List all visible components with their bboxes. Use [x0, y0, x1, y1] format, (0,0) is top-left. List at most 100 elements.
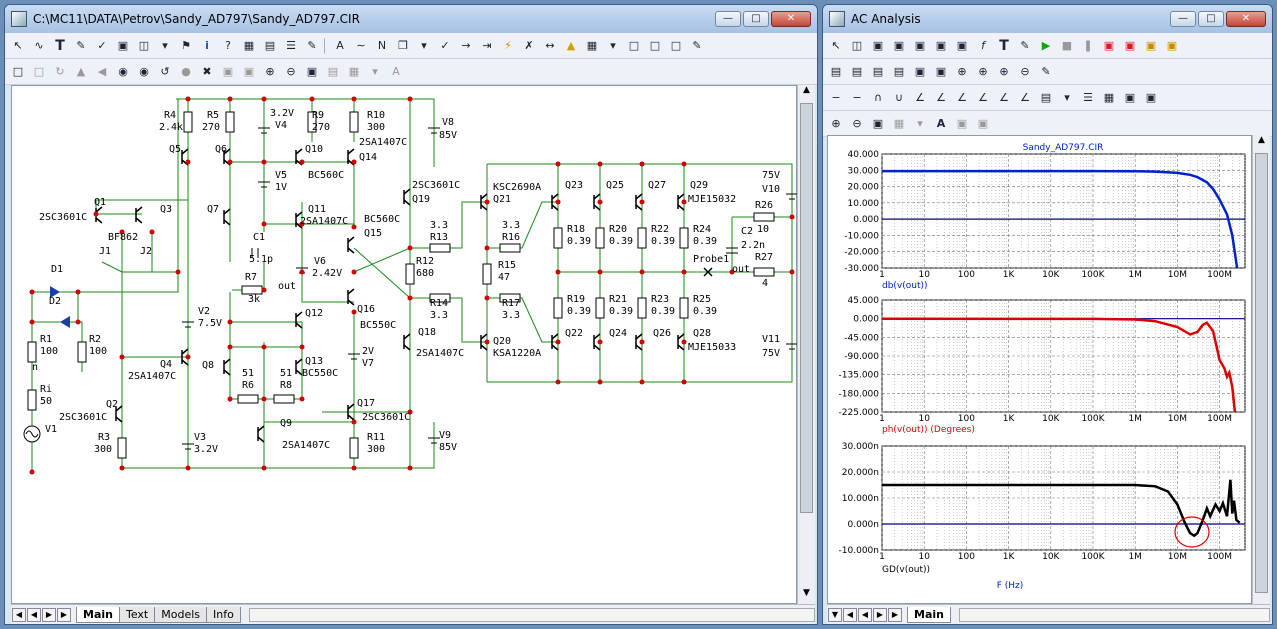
text-a-icon[interactable]: A	[336, 39, 344, 52]
paste-icon[interactable]: ▣	[977, 117, 989, 130]
info-icon[interactable]: i	[205, 39, 209, 52]
close-button[interactable]: ✕	[1226, 11, 1266, 27]
zoom-box-icon[interactable]: ▣	[872, 39, 884, 52]
scroll-up-arrow-icon[interactable]: ▲	[803, 85, 810, 95]
mirror-icon[interactable]: ▲	[76, 65, 86, 78]
next-page-icon[interactable]: ▶	[873, 607, 887, 622]
numbers-icon[interactable]: ▦	[1103, 91, 1115, 104]
find-next-icon[interactable]: ◉	[139, 65, 149, 78]
zoom-icon[interactable]: ⊕	[978, 65, 988, 78]
crosshair-icon[interactable]: ▣	[1145, 91, 1157, 104]
grid-icon[interactable]: ▦	[586, 39, 598, 52]
edit-icon[interactable]: ✎	[307, 39, 317, 52]
last-page-icon[interactable]: ▶	[57, 607, 71, 622]
zoom-icon[interactable]: ⊕	[999, 65, 1009, 78]
horizontal-scrollbar[interactable]	[248, 607, 815, 622]
plot-panel[interactable]: 45.0000.000-45.000-90.000-135.000-180.00…	[839, 296, 1246, 435]
zoom-icon[interactable]: ⊖	[1020, 65, 1030, 78]
node-numbers-icon[interactable]: ∼	[356, 39, 366, 52]
cancel-icon[interactable]: ✖	[202, 65, 212, 78]
layout-icon[interactable]: ▦	[348, 65, 360, 78]
horizontal-scrollbar[interactable]	[958, 607, 1270, 622]
tab-main[interactable]: Main	[907, 606, 951, 623]
slope-icon[interactable]: ∠	[1020, 91, 1030, 104]
dropdown-icon[interactable]: ▾	[372, 65, 378, 78]
dropdown-icon[interactable]: ▾	[917, 117, 923, 130]
copy-icon[interactable]: ▣	[956, 117, 968, 130]
properties-icon[interactable]: ✎	[692, 39, 702, 52]
help-icon[interactable]: ?	[225, 39, 231, 52]
text-tool-icon[interactable]: T	[999, 37, 1009, 54]
auto-scale-icon[interactable]: ▣	[914, 39, 926, 52]
pencil-icon[interactable]: ✎	[76, 39, 86, 52]
ac-vertical-scrollbar[interactable]: ▲	[1252, 135, 1270, 604]
slope-icon[interactable]: ∠	[999, 91, 1009, 104]
stop-icon[interactable]: ■	[1061, 39, 1073, 52]
split-icon[interactable]: ▣	[914, 65, 926, 78]
cursor-icon[interactable]: −	[852, 91, 862, 104]
limits-icon[interactable]: ▣	[1145, 39, 1157, 52]
font-icon[interactable]: A	[392, 65, 400, 78]
arrow-right-icon[interactable]: →	[461, 39, 471, 52]
box-icon[interactable]: □	[33, 65, 45, 78]
valley-icon[interactable]: ∪	[894, 91, 904, 104]
page-icon[interactable]: ▤	[872, 65, 884, 78]
wire-icon[interactable]: ∿	[34, 39, 44, 52]
dropdown-icon[interactable]: ▾	[421, 39, 427, 52]
pause-icon[interactable]: ❚	[1083, 39, 1093, 52]
prev-page-icon[interactable]: ◀	[27, 607, 41, 622]
stepping-icon[interactable]: ▣	[1103, 39, 1115, 52]
crosshair-icon[interactable]: ▣	[1124, 91, 1136, 104]
slope-icon[interactable]: ∠	[957, 91, 967, 104]
plot-panel[interactable]: 40.00030.00020.00010.0000.000-10.000-20.…	[844, 150, 1246, 291]
tab-models[interactable]: Models	[154, 606, 207, 623]
font-icon[interactable]: A	[936, 117, 946, 130]
ac-titlebar[interactable]: AC Analysis — □ ✕	[823, 5, 1272, 33]
refresh-icon[interactable]: ↺	[160, 65, 170, 78]
tab-main[interactable]: Main	[76, 606, 120, 623]
find-icon[interactable]: ◉	[118, 65, 128, 78]
component-icon[interactable]: ◫	[851, 39, 863, 52]
peak-icon[interactable]: ∩	[873, 91, 883, 104]
tab-info[interactable]: Info	[206, 606, 241, 623]
function-icon[interactable]: f	[981, 39, 985, 52]
text-tool-icon[interactable]: T	[55, 37, 65, 54]
slope-icon[interactable]: ∠	[915, 91, 925, 104]
dropdown-icon[interactable]: ▾	[162, 39, 168, 52]
scroll-thumb[interactable]	[1255, 153, 1268, 593]
dropdown-icon[interactable]: ▾	[610, 39, 616, 52]
first-page-icon[interactable]: ◀	[12, 607, 26, 622]
component-icon[interactable]: ◫	[138, 39, 150, 52]
cut-icon[interactable]: ▣	[222, 65, 234, 78]
page-icon[interactable]: ▤	[851, 65, 863, 78]
cursor-icon[interactable]: −	[831, 91, 841, 104]
tree-icon[interactable]: ▦	[243, 39, 255, 52]
warning-icon[interactable]: ▲	[566, 39, 576, 52]
prev-page-icon[interactable]: ◀	[858, 607, 872, 622]
stepping-icon[interactable]: ▣	[1124, 39, 1136, 52]
tab-text[interactable]: Text	[118, 606, 156, 623]
scroll-up-arrow-icon[interactable]: ▲	[1258, 135, 1265, 145]
zoom-icon[interactable]: ⊕	[957, 65, 967, 78]
page-icon[interactable]: ▤	[264, 39, 276, 52]
print-icon[interactable]: ▤	[327, 65, 339, 78]
zoom-fit-icon[interactable]: ▣	[306, 65, 318, 78]
bus-icon[interactable]: ▣	[117, 39, 129, 52]
slope-icon[interactable]: ∠	[936, 91, 946, 104]
zoom-out-icon[interactable]: ⊖	[852, 117, 862, 130]
first-page-icon[interactable]: ◀	[843, 607, 857, 622]
page-icon[interactable]: ▤	[893, 65, 905, 78]
page-icon[interactable]: □	[670, 39, 682, 52]
edit-icon[interactable]: ✎	[1041, 65, 1051, 78]
next-page-icon[interactable]: ▶	[42, 607, 56, 622]
zoom-out-icon[interactable]: ⊖	[286, 65, 296, 78]
list-icon[interactable]: ☰	[286, 39, 296, 52]
paste-icon[interactable]: ▣	[243, 65, 255, 78]
layout-icon[interactable]: ▦	[893, 117, 905, 130]
split-icon[interactable]: ▣	[935, 65, 947, 78]
page-icon[interactable]: □	[649, 39, 661, 52]
list-icon[interactable]: ☰	[1083, 91, 1093, 104]
connect-icon[interactable]: ↔	[545, 39, 555, 52]
